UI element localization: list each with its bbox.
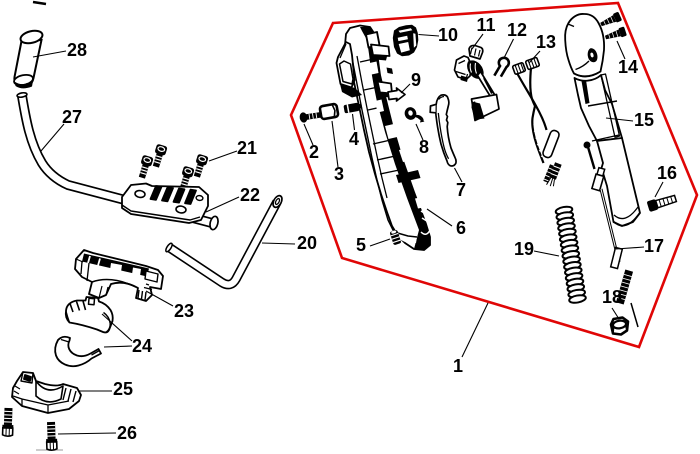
svg-text:10: 10 (438, 25, 458, 45)
svg-text:27: 27 (62, 107, 82, 127)
svg-text:5: 5 (356, 235, 366, 255)
svg-text:25: 25 (113, 379, 133, 399)
svg-text:24: 24 (132, 336, 152, 356)
svg-text:2: 2 (309, 142, 319, 162)
svg-text:15: 15 (634, 110, 654, 130)
svg-text:13: 13 (536, 32, 556, 52)
svg-text:28: 28 (67, 40, 87, 60)
svg-text:14: 14 (618, 57, 638, 77)
svg-text:17: 17 (644, 236, 664, 256)
svg-text:12: 12 (507, 20, 527, 40)
svg-text:6: 6 (456, 218, 466, 238)
svg-text:21: 21 (237, 138, 257, 158)
svg-text:18: 18 (602, 287, 622, 307)
svg-text:11: 11 (476, 15, 495, 35)
svg-text:4: 4 (349, 129, 359, 149)
svg-text:19: 19 (514, 239, 534, 259)
svg-text:3: 3 (334, 164, 344, 184)
svg-text:16: 16 (657, 163, 677, 183)
svg-text:26: 26 (117, 423, 137, 443)
svg-text:1: 1 (453, 356, 463, 376)
svg-text:7: 7 (456, 180, 466, 200)
svg-text:23: 23 (174, 301, 194, 321)
svg-text:9: 9 (411, 70, 421, 90)
svg-text:22: 22 (240, 185, 260, 205)
svg-text:20: 20 (297, 233, 317, 253)
svg-text:8: 8 (419, 137, 429, 157)
